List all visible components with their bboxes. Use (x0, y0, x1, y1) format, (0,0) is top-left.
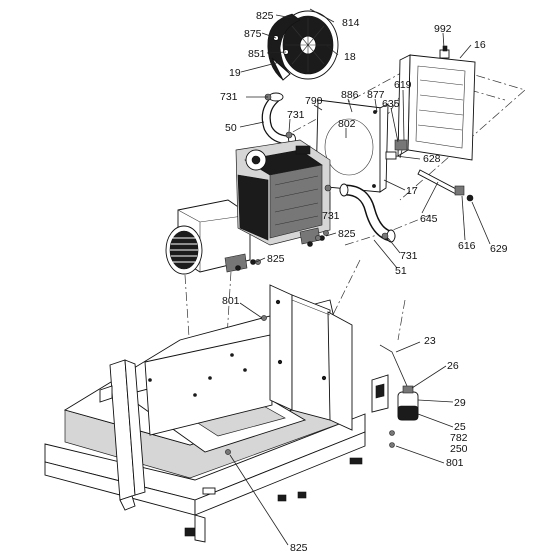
fan-guard (267, 13, 301, 81)
base-frame (44, 284, 366, 543)
callout-731-upper: 731 (220, 91, 238, 103)
callout-51: 51 (395, 265, 407, 277)
callout-814: 814 (342, 17, 360, 29)
callout-790: 790 (305, 95, 323, 107)
callout-50: 50 (225, 122, 237, 134)
callout-731-lower: 731 (322, 210, 340, 222)
radiator-fan (277, 10, 339, 80)
callout-886: 886 (341, 89, 359, 101)
callout-18: 18 (344, 51, 356, 63)
callout-16: 16 (474, 39, 486, 51)
callout-825-feet: 825 (267, 253, 285, 265)
callout-825: 825 (256, 10, 274, 22)
callout-616: 616 (458, 240, 476, 252)
callout-17: 17 (406, 185, 418, 197)
callout-23: 23 (424, 335, 436, 347)
callout-825-base: 825 (290, 542, 308, 554)
callout-629: 629 (490, 243, 508, 255)
callout-782: 782 (450, 432, 468, 444)
callout-825-mount: 825 (338, 228, 356, 240)
callout-875: 875 (244, 28, 262, 40)
callout-labels: 825 814 875 851 18 19 992 16 619 731 790… (220, 10, 508, 554)
callout-801-tank: 801 (446, 457, 464, 469)
callout-992: 992 (434, 23, 452, 35)
callout-26: 26 (447, 360, 459, 372)
callout-29: 29 (454, 397, 466, 409)
expansion-tank (371, 344, 419, 448)
fan-shroud (315, 99, 389, 193)
engine-generator-assembly (165, 139, 331, 275)
callout-851: 851 (248, 48, 266, 60)
callout-801-frame: 801 (222, 295, 240, 307)
callout-877: 877 (367, 89, 385, 101)
callout-802: 802 (338, 118, 356, 130)
callout-731-hose: 731 (287, 109, 305, 121)
callout-25: 25 (454, 421, 466, 433)
callout-250: 250 (450, 443, 468, 455)
callout-19: 19 (229, 67, 241, 79)
callout-619: 619 (394, 79, 412, 91)
callout-645: 645 (420, 213, 438, 225)
callout-635: 635 (382, 98, 400, 110)
leader-lines (229, 8, 491, 546)
radiator (397, 45, 476, 161)
callout-731-clamp: 731 (400, 250, 418, 262)
callout-628: 628 (423, 153, 441, 165)
